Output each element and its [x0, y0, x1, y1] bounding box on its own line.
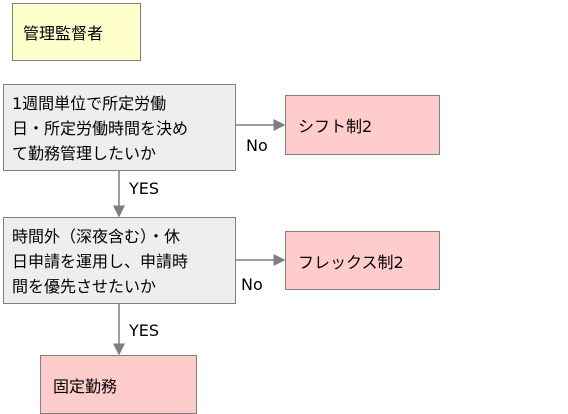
question1-line: て勤務管理したいか: [12, 144, 157, 163]
role-label: 管理監督者: [23, 24, 104, 43]
question2-box: 時間外（深夜含む）・休 日申請を運用し、申請時 間を優先させたいか: [3, 217, 236, 304]
result-fixed-box: 固定勤務: [40, 355, 197, 414]
edge-label-no-1: No: [246, 136, 268, 155]
question2-line: 間を優先させたいか: [12, 277, 157, 296]
question2-line: 日申請を運用し、申請時: [12, 252, 189, 271]
edge-label-yes-1: YES: [129, 179, 160, 198]
question1-box: 1週間単位で所定労働 日・所定労働時間を決め て勤務管理したいか: [3, 84, 236, 171]
question1-line: 1週間単位で所定労働: [12, 94, 167, 113]
result-fixed-label: 固定勤務: [53, 376, 118, 396]
result-shift-label: シフト制2: [298, 117, 373, 136]
result-flex-label: フレックス制2: [298, 252, 404, 272]
result-shift-box: シフト制2: [285, 95, 440, 155]
question1-line: 日・所定労働時間を決め: [12, 119, 189, 138]
role-box: 管理監督者: [12, 3, 141, 61]
edge-label-yes-2: YES: [129, 321, 160, 340]
question2-line: 時間外（深夜含む）・休: [12, 227, 181, 246]
edge-label-no-2: No: [241, 275, 263, 294]
result-flex-box: フレックス制2: [285, 231, 440, 290]
